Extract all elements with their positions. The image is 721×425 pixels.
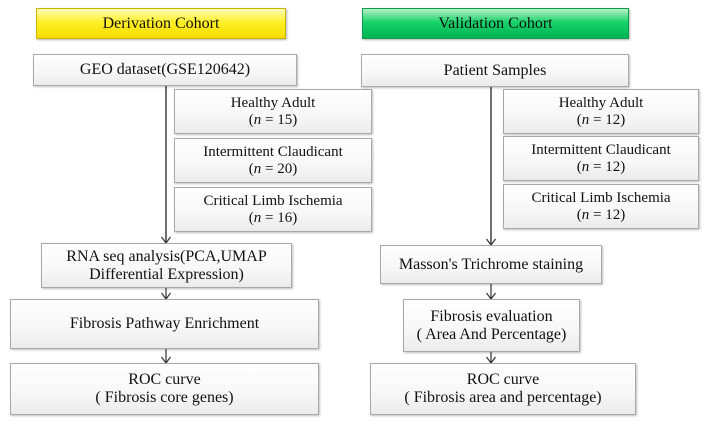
group-count: (n = 16) <box>248 209 298 226</box>
group-count: (n = 15) <box>248 111 298 128</box>
roc-subtitle: ( Fibrosis core genes) <box>95 389 234 406</box>
group-count: (n = 20) <box>248 160 298 177</box>
massons-trichrome-staining-box: Masson's Trichrome staining <box>380 245 602 284</box>
validation-cohort-header: Validation Cohort <box>362 8 629 39</box>
staining-label: Masson's Trichrome staining <box>398 255 584 273</box>
group-name: Healthy Adult <box>230 94 316 111</box>
roc-subtitle: ( Fibrosis area and percentage) <box>404 389 602 406</box>
group-count: (n = 12) <box>576 158 626 175</box>
validation-roc-curve-box: ROC curve ( Fibrosis area and percentage… <box>370 363 636 415</box>
derivation-group-intermittent-claudicant: Intermittent Claudicant (n = 20) <box>174 138 372 183</box>
derivation-cohort-header: Derivation Cohort <box>36 8 286 39</box>
group-count: (n = 12) <box>576 206 626 223</box>
roc-title: ROC curve <box>128 371 201 389</box>
group-name: Healthy Adult <box>558 94 644 111</box>
fibrosis-pathway-enrichment-box: Fibrosis Pathway Enrichment <box>10 299 319 349</box>
patient-samples-label: Patient Samples <box>443 61 547 79</box>
group-name: Intermittent Claudicant <box>203 143 343 160</box>
enrichment-label: Fibrosis Pathway Enrichment <box>69 315 260 333</box>
rna-seq-line-2: Differential Expression) <box>89 265 244 283</box>
validation-group-healthy-adult: Healthy Adult (n = 12) <box>503 89 699 134</box>
rna-seq-line-1: RNA seq analysis(PCA,UMAP <box>66 247 267 265</box>
group-count: (n = 12) <box>576 111 626 128</box>
group-name: Critical Limb Ischemia <box>203 192 343 209</box>
patient-samples-box: Patient Samples <box>361 54 629 87</box>
geo-dataset-box: GEO dataset(GSE120642) <box>33 54 297 86</box>
roc-title: ROC curve <box>466 371 540 389</box>
evaluation-title: Fibrosis evaluation <box>430 307 553 325</box>
evaluation-subtitle: ( Area And Percentage) <box>416 325 567 343</box>
rna-seq-analysis-box: RNA seq analysis(PCA,UMAP Differential E… <box>41 243 292 288</box>
fibrosis-evaluation-box: Fibrosis evaluation ( Area And Percentag… <box>403 299 580 352</box>
derivation-group-critical-limb-ischemia: Critical Limb Ischemia (n = 16) <box>174 187 372 232</box>
validation-group-intermittent-claudicant: Intermittent Claudicant (n = 12) <box>503 136 699 181</box>
group-name: Critical Limb Ischemia <box>531 189 671 206</box>
derivation-header-label: Derivation Cohort <box>102 14 220 32</box>
derivation-group-healthy-adult: Healthy Adult (n = 15) <box>174 89 372 134</box>
validation-group-critical-limb-ischemia: Critical Limb Ischemia (n = 12) <box>503 184 699 229</box>
group-name: Intermittent Claudicant <box>531 141 671 158</box>
validation-header-label: Validation Cohort <box>438 14 553 32</box>
derivation-roc-curve-box: ROC curve ( Fibrosis core genes) <box>10 363 319 415</box>
geo-dataset-label: GEO dataset(GSE120642) <box>79 61 251 79</box>
